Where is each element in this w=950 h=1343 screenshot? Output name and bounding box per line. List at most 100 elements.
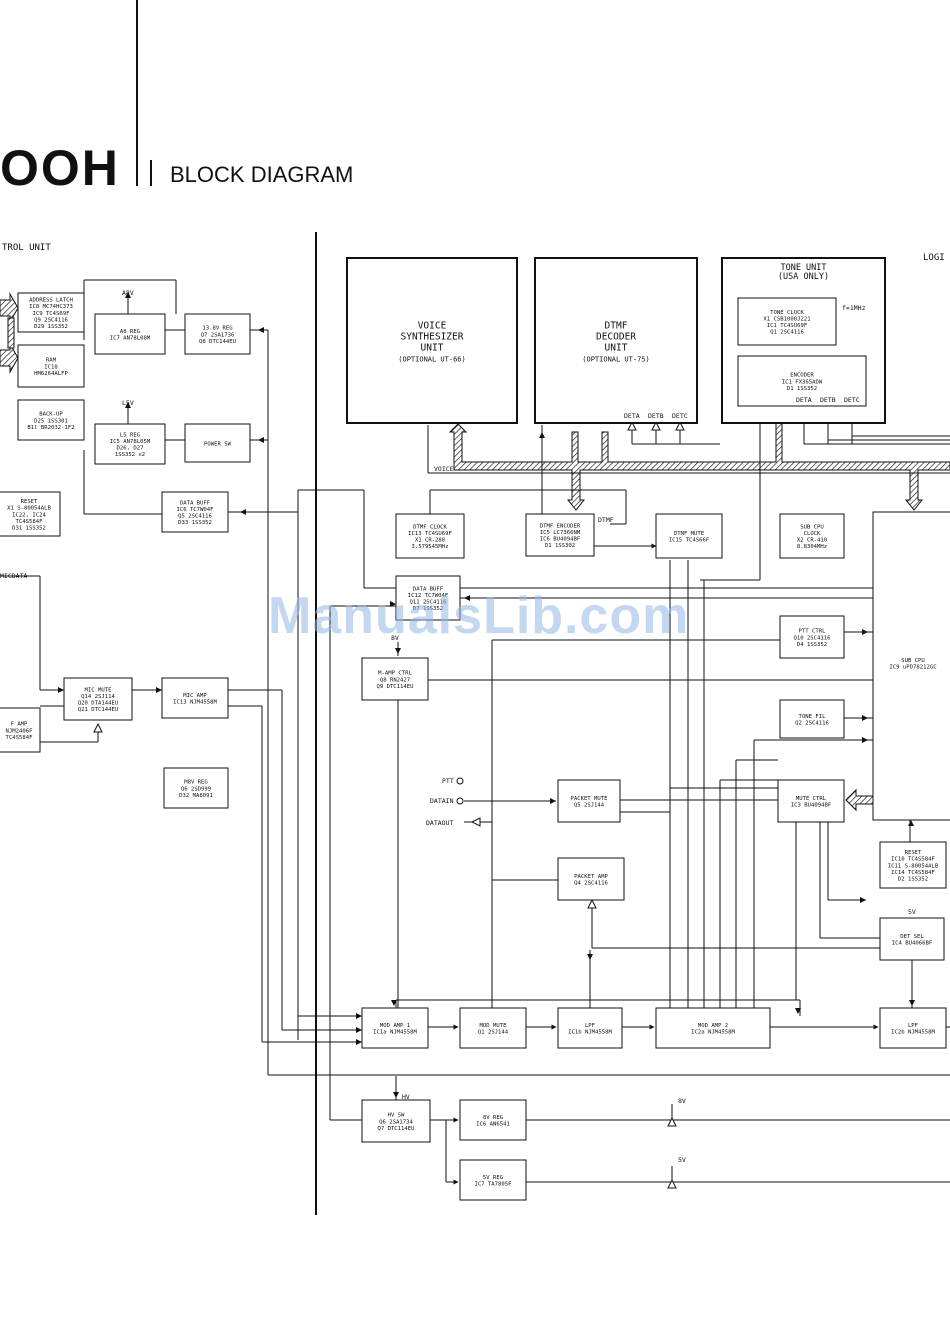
reset-l-label-line: D31 1SS352 xyxy=(12,526,46,532)
encoder-label-line: D1 1SS352 xyxy=(787,386,817,392)
mute-ctrl-label-line: IC3 BU4094BF xyxy=(791,803,832,809)
voice-label-line: (OPTIONAL UT-66) xyxy=(398,356,465,364)
dtmf-dec-label-line: UNIT xyxy=(605,343,628,354)
tone-clock-label-line: TONE CLOCK xyxy=(770,310,804,316)
rail-5v-label: 5V xyxy=(678,1156,686,1164)
deta-label: DETA xyxy=(624,412,640,420)
det-sel-block xyxy=(879,917,945,961)
ptt-ctrl-label-line: PTT CTRL xyxy=(799,629,827,635)
hv-sw-label-line: Q6 2SA1734 xyxy=(379,1119,413,1125)
encoder-block xyxy=(737,355,867,407)
mic-mute-block xyxy=(63,677,133,721)
a8-reg-label-line: A8 REG xyxy=(120,329,141,335)
backup-block xyxy=(17,399,85,441)
voice-label-line: VOICE xyxy=(418,321,447,332)
sub-cpu-mute-bus xyxy=(845,788,875,812)
m8v-reg-block xyxy=(163,767,229,809)
sub-cpu-clock-label-line: SUB CPU xyxy=(800,524,824,530)
control-unit-label: TROL UNIT xyxy=(2,243,51,253)
mic-amp-label-line: MIC AMP xyxy=(183,693,207,699)
data-buff-2-label-line: IC12 TC7W04F xyxy=(408,593,449,599)
mod-amp1-label-line: IC1a NJM4558M xyxy=(373,1030,417,1036)
lpf1-label-line: LPF xyxy=(585,1023,596,1029)
mod-mute-block xyxy=(459,1007,527,1049)
dtmf-enc-label-line: IC6 BU4094BF xyxy=(540,537,581,543)
reg-5v-block xyxy=(459,1159,527,1201)
ptt-label: PTT xyxy=(442,777,454,785)
mod-amp2-label-line: MOD AMP 2 xyxy=(698,1023,728,1029)
header-rule xyxy=(136,0,138,186)
sub-cpu-clock-label-line: CLOCK xyxy=(804,531,821,537)
sub-cpu-label-line: IC9 uPD78212GC xyxy=(889,665,936,671)
signal-labels: A8V L5V 8V 5V HV VOICE DTMF MICDATA PTT … xyxy=(0,289,916,1164)
hv-sw-block xyxy=(361,1099,431,1143)
ram-bus-arrow xyxy=(0,342,19,374)
model-name-fragment: OOH xyxy=(0,140,120,196)
dtmf-clock-block xyxy=(395,513,465,559)
tone-fil-label-line: Q2 2SC4116 xyxy=(795,721,829,727)
reg-5v-label-line: IC7 TA7805F xyxy=(474,1182,512,1188)
det-sel-label-line: DET SEL xyxy=(900,934,924,940)
dtmf-mute-block xyxy=(655,513,723,559)
ptt-ctrl-block xyxy=(779,615,845,659)
mic-mute-label-line: Q21 DTC144EU xyxy=(78,707,118,713)
dtmf-signal-label: DTMF xyxy=(598,516,614,524)
freq-label: f=1MHz xyxy=(842,304,866,312)
reg-13-8v-block xyxy=(184,313,251,355)
mic-mute-label-line: Q20 DTA144EU xyxy=(78,701,118,707)
power-sw-block xyxy=(184,423,251,463)
rail-8v-label: 8V xyxy=(678,1097,686,1105)
packet-mute-label-line: Q5 2SJ144 xyxy=(574,803,605,809)
m-amp-ctrl-block xyxy=(361,657,429,701)
dtmf-dec-label-line: DTMF xyxy=(605,321,628,332)
l5-reg-block xyxy=(94,423,166,465)
ptt-ctrl-label-line: Q10 2SC4116 xyxy=(793,635,830,641)
a8-reg-label-line: IC7 AN78L08M xyxy=(110,336,151,342)
addr-latch-label-line: Q9 2SC4116 xyxy=(34,317,68,323)
detc-tone-label: DETC xyxy=(844,396,860,404)
f-amp-block xyxy=(0,707,41,753)
datain-label: DATAIN xyxy=(430,797,454,805)
m-amp-ctrl-label-line: M-AMP CTRL xyxy=(378,671,412,677)
detb-label: DETB xyxy=(648,412,664,420)
dtmf-enc-label-line: IC5 LC7366NM xyxy=(540,530,581,536)
reset-l-label-line: IC22, IC24 xyxy=(12,512,46,518)
vertical-bus xyxy=(7,317,15,349)
dtmf-clock-label-line: IC13 TC4SU69F xyxy=(408,531,452,537)
header-tick xyxy=(150,160,152,186)
m8v-reg-label-line: M8V REG xyxy=(184,780,208,786)
reg-8v-label-line: IC6 AN6541 xyxy=(476,1122,510,1128)
data-buses xyxy=(0,292,950,812)
address-latch-block xyxy=(17,292,85,333)
dtmf-decoder-block xyxy=(534,257,698,424)
reset-l-label-line: TC4S584F xyxy=(16,519,44,525)
v5-label: 5V xyxy=(908,908,916,916)
sub-cpu-block xyxy=(872,511,950,821)
reg-8v-label-line: 8V REG xyxy=(483,1115,504,1121)
data-buff-1-label-line: IC6 TC7W04F xyxy=(176,507,214,513)
data-buff-1-block xyxy=(161,491,229,533)
sub-cpu-clock-label-line: X2 CR-410 xyxy=(797,538,827,544)
packet-amp-label-line: Q4 2SC4116 xyxy=(574,881,608,887)
dtmf-dec-label-line: DECODER xyxy=(596,332,636,343)
dtmf-clock-label-line: 3.579545MHz xyxy=(411,544,448,550)
micdata-label: MICDATA xyxy=(0,572,27,580)
dtmf-dec-label-line: (OPTIONAL UT-75) xyxy=(582,356,649,364)
reset-l-label-line: X1 S-80054ALB xyxy=(7,506,51,512)
reg-138-label-line: Q7 2SA1736 xyxy=(201,332,235,338)
mod-amp-1-block xyxy=(361,1007,429,1049)
addr-latch-label-line: IC8 MC74HC373 xyxy=(29,304,73,310)
hv-sw-label-line: Q7 DTC114EU xyxy=(377,1126,414,1132)
ptt-ctrl-label-line: D4 1SS352 xyxy=(797,642,827,648)
dtmf-enc-label-line: D1 1SS302 xyxy=(545,543,575,549)
address-bus-arrow xyxy=(0,292,19,324)
voice-label-line: UNIT xyxy=(421,343,444,354)
packet-amp-label-line: PACKET AMP xyxy=(574,874,608,880)
encoder-label-line: ENCODER xyxy=(790,373,814,379)
reg-8v-block xyxy=(459,1099,527,1141)
detc-label: DETC xyxy=(672,412,688,420)
hv-label: HV xyxy=(402,1093,410,1101)
tone-clock-label-line: Q1 2SC4116 xyxy=(770,330,804,336)
backup-label-line: BACK-UP xyxy=(39,412,63,418)
